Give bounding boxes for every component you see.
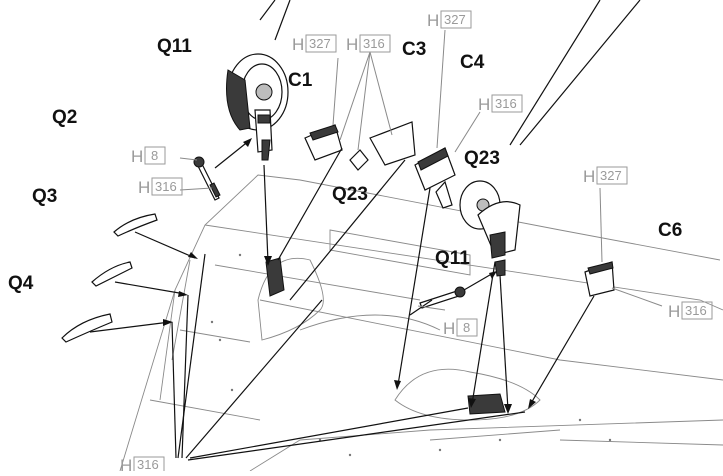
svg-text:316: 316 [495, 96, 517, 111]
svg-text:H: H [346, 35, 358, 54]
assembly-leaders [89, 138, 595, 461]
svg-text:H: H [292, 35, 304, 54]
ref-h327-mid: H 327 [427, 10, 472, 30]
ref-h316-right: H 316 [668, 301, 713, 321]
label-Q11-right: Q11 [435, 248, 470, 269]
svg-text:H: H [120, 456, 132, 471]
svg-text:8: 8 [463, 320, 470, 335]
right-wheel-well [394, 368, 541, 421]
label-Q23-left: Q23 [332, 184, 368, 205]
part-labels: Q11 Q2 Q3 Q4 C1 C3 C4 Q23 Q23 Q11 C6 [8, 36, 682, 294]
wing-underside-outline [119, 174, 723, 472]
right-landing-gear [459, 180, 521, 277]
label-C3: C3 [402, 39, 426, 60]
svg-text:H: H [478, 95, 490, 114]
label-Q2: Q2 [52, 107, 77, 128]
part-Q11-right [419, 286, 466, 309]
svg-text:H: H [138, 178, 150, 197]
svg-text:316: 316 [685, 303, 707, 318]
svg-text:316: 316 [137, 457, 159, 471]
label-Q23-right: Q23 [464, 148, 500, 169]
svg-text:316: 316 [363, 36, 385, 51]
ref-h8-left: H 8 [131, 146, 166, 166]
part-Q23-right [435, 180, 453, 209]
svg-text:H: H [668, 302, 680, 321]
part-Q3 [91, 261, 133, 287]
label-Q11-top: Q11 [157, 36, 192, 57]
part-Q23-left [349, 149, 369, 171]
svg-text:H: H [443, 319, 455, 338]
ref-h316-mid: H 316 [478, 94, 523, 114]
part-Q11-left [193, 156, 221, 201]
part-Q4 [61, 313, 113, 343]
part-Q2 [113, 213, 158, 237]
reference-labels: H 327 H 316 H 327 H 316 H 8 H 316 [120, 10, 713, 475]
part-C1-door [304, 124, 343, 161]
label-C1: C1 [288, 70, 313, 91]
label-C4: C4 [460, 52, 485, 73]
svg-text:H: H [131, 147, 143, 166]
ref-h316-left: H 316 [138, 177, 183, 197]
svg-text:316: 316 [155, 179, 177, 194]
label-Q3: Q3 [32, 186, 57, 207]
reference-leaders [179, 29, 663, 311]
part-C4-door [414, 147, 456, 191]
left-wheel-well [257, 257, 324, 341]
part-C6-door [584, 261, 615, 297]
label-C6: C6 [658, 220, 682, 241]
left-landing-gear [226, 53, 289, 161]
svg-text:H: H [427, 11, 439, 30]
label-Q4: Q4 [8, 273, 34, 294]
svg-text:H: H [583, 167, 595, 186]
ref-h316-top: H 316 [346, 34, 391, 54]
ref-h8-right: H 8 [443, 318, 478, 338]
svg-text:327: 327 [444, 12, 466, 27]
top-leaders [259, 0, 641, 146]
svg-text:8: 8 [151, 148, 158, 163]
svg-text:327: 327 [600, 168, 622, 183]
svg-text:327: 327 [309, 36, 331, 51]
part-C3-door [369, 121, 416, 166]
ref-h316-bottom: H 316 [120, 456, 165, 475]
ref-h327-right: H 327 [583, 166, 628, 186]
ref-h327-top: H 327 [292, 34, 337, 54]
